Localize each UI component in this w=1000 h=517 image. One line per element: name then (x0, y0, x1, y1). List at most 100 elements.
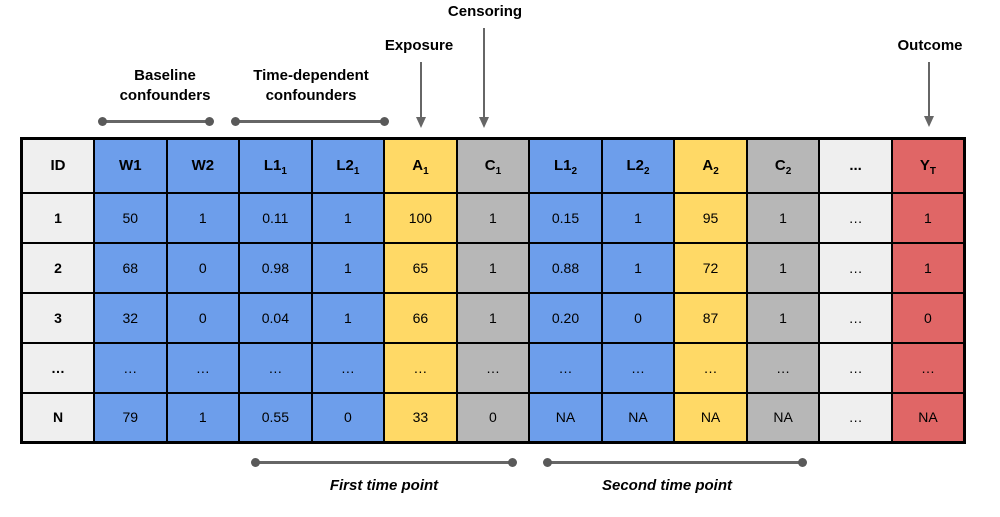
row-label: … (20, 341, 96, 394)
cell: 0.04 (238, 291, 313, 344)
col-header-base: A (702, 157, 714, 175)
cell: 0.88 (528, 241, 603, 294)
cell: 0 (600, 291, 676, 344)
cell: 0.98 (238, 241, 313, 294)
cell: 0.15 (528, 191, 603, 244)
cell: 1 (310, 191, 386, 244)
col-header-subscript: 2 (785, 166, 792, 178)
cell: 1 (455, 291, 531, 344)
time-dependent-confounders-bracket (231, 117, 389, 126)
col-header-base: ID (50, 157, 66, 175)
second-time-point-bracket (543, 458, 807, 467)
col-header-subscript: 2 (643, 166, 650, 178)
cell: … (818, 291, 893, 344)
cell: … (310, 341, 386, 394)
cell: … (93, 341, 168, 394)
cell: … (600, 341, 676, 394)
cell: 1 (310, 241, 386, 294)
col-header-base: L1 (263, 157, 282, 175)
cell: 1 (890, 241, 966, 294)
cell: 87 (673, 291, 748, 344)
col-header-w1: W1 (93, 137, 168, 194)
col-header-subscript: 1 (423, 166, 429, 178)
col-header-c2: C2 (745, 137, 821, 194)
row-label: 2 (20, 241, 96, 294)
cell: … (818, 391, 893, 444)
baseline-confounders-bracket (98, 117, 214, 126)
col-header-subscript: T (929, 166, 936, 178)
col-header-id: ID (20, 137, 96, 194)
cell: 79 (93, 391, 168, 444)
outcome-label: Outcome (897, 37, 963, 54)
cell: 1 (455, 241, 531, 294)
cell: 1 (745, 191, 821, 244)
cell: … (818, 191, 893, 244)
row-label: N (20, 391, 96, 444)
col-header-base: L1 (553, 157, 572, 175)
cell: NA (890, 391, 966, 444)
col-header-dots: ... (818, 137, 893, 194)
table-row: ………………………………… (20, 341, 966, 394)
col-header-base: Y (919, 157, 930, 175)
col-header-a2: A2 (673, 137, 748, 194)
col-header-base: C (774, 157, 786, 175)
cell: … (673, 341, 748, 394)
cell: 0.11 (238, 191, 313, 244)
baseline-confounders-label: Baseline confounders (119, 67, 211, 104)
first-time-point-label: First time point (329, 477, 439, 494)
cell: 1 (745, 241, 821, 294)
col-header-subscript: 1 (281, 166, 287, 178)
cell: … (818, 241, 893, 294)
cell: 0 (890, 291, 966, 344)
cell: 0 (310, 391, 386, 444)
col-header-subscript: 2 (713, 166, 719, 178)
col-header-a1: A1 (383, 137, 458, 194)
cell: … (818, 341, 893, 394)
cell: 1 (165, 391, 241, 444)
col-header-l1-2: L12 (528, 137, 603, 194)
cell: 1 (890, 191, 966, 244)
col-header-l2-1: L21 (310, 137, 386, 194)
cell: 66 (383, 291, 458, 344)
col-header-base: L2 (626, 157, 644, 175)
cell: NA (528, 391, 603, 444)
col-header-base: W1 (119, 157, 142, 175)
col-header-base: W2 (191, 157, 215, 175)
col-header-c1: C1 (455, 137, 531, 194)
censoring-label: Censoring (447, 3, 523, 20)
col-header-subscript: 1 (353, 166, 360, 178)
second-time-point-label: Second time point (601, 477, 733, 494)
col-header-base: C (484, 157, 496, 175)
exposure-arrow-icon (415, 62, 426, 128)
censoring-arrow-icon (478, 28, 489, 128)
cell: 100 (383, 191, 458, 244)
cell: 0 (165, 241, 241, 294)
cell: 68 (93, 241, 168, 294)
cell: 1 (165, 191, 241, 244)
exposure-label: Exposure (384, 37, 454, 54)
cell: NA (745, 391, 821, 444)
cell: 1 (455, 191, 531, 244)
cell: 72 (673, 241, 748, 294)
outcome-arrow-icon (923, 62, 934, 127)
cell: … (165, 341, 241, 394)
first-time-point-bracket (251, 458, 517, 467)
col-header-base: ... (849, 157, 862, 175)
cell: 1 (600, 191, 676, 244)
time-dependent-confounders-label: Time-dependent confounders (253, 67, 369, 104)
col-header-base: L2 (336, 157, 354, 175)
cell: 32 (93, 291, 168, 344)
row-label: 1 (20, 191, 96, 244)
col-header-subscript: 2 (571, 166, 578, 178)
cell: 0.20 (528, 291, 603, 344)
col-header-l2-2: L22 (600, 137, 676, 194)
cell: 1 (310, 291, 386, 344)
